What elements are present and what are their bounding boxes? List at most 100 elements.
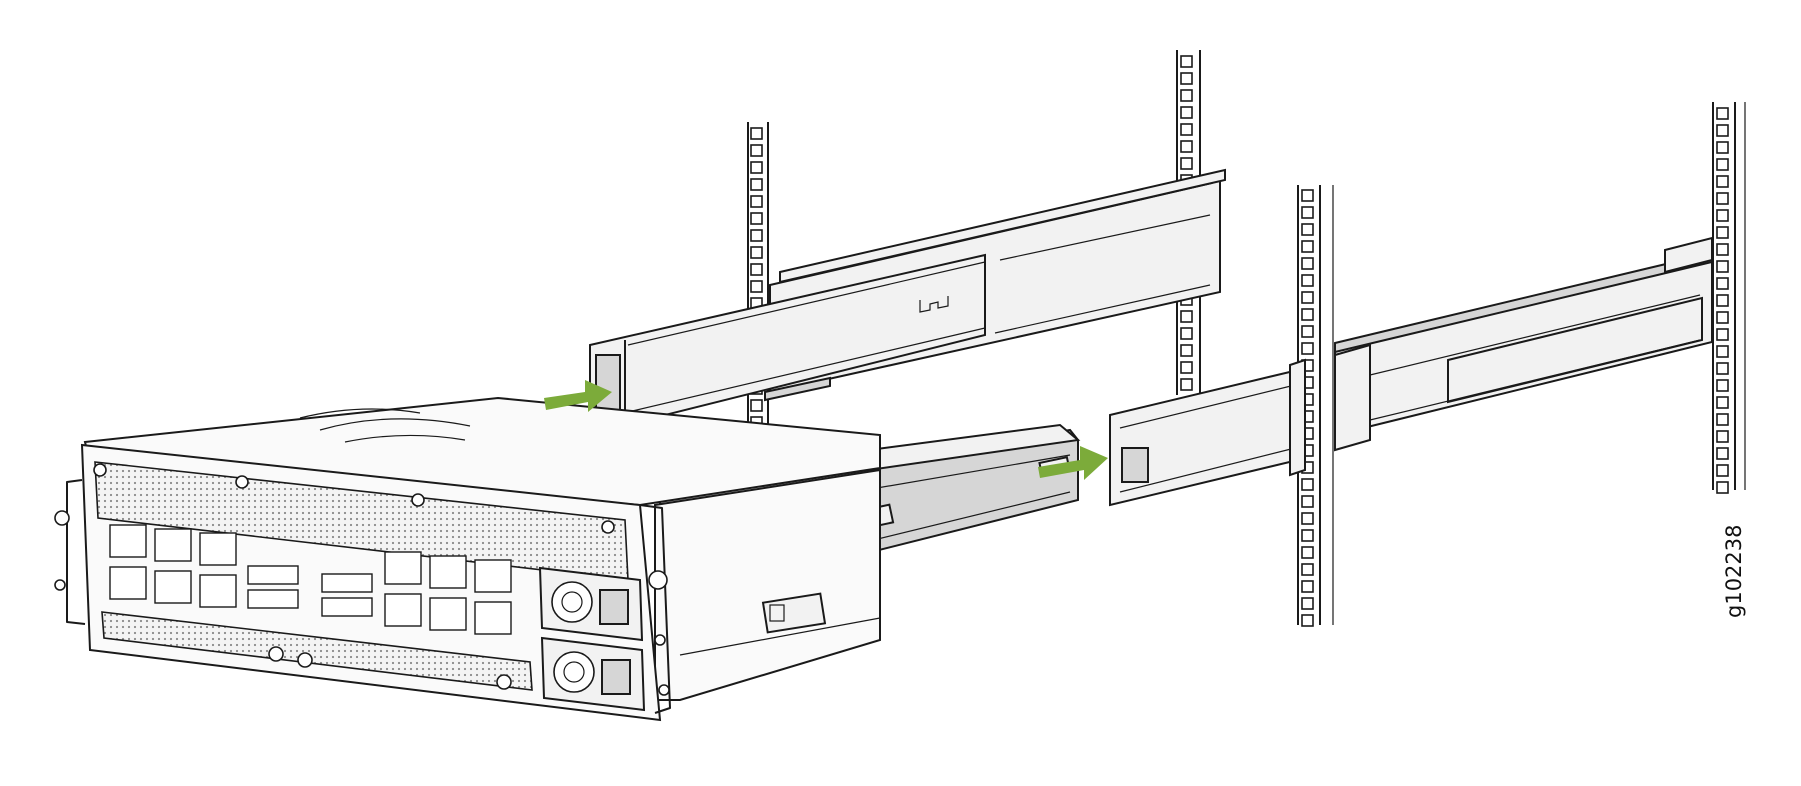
- thumbscrew: [411, 493, 425, 507]
- rack-hole: [1716, 175, 1729, 188]
- handle-right: [639, 504, 671, 714]
- rack-hole: [1301, 274, 1314, 287]
- rack-hole: [1301, 546, 1314, 559]
- rack-hole: [1716, 141, 1729, 154]
- thumbscrew: [268, 646, 284, 662]
- rack-hole: [750, 229, 763, 242]
- network-port: [199, 574, 237, 608]
- rack-hole: [1301, 325, 1314, 338]
- thumbscrew: [496, 674, 512, 690]
- rack-hole: [1301, 563, 1314, 576]
- rack-hole: [1180, 327, 1193, 340]
- rack-hole: [1716, 379, 1729, 392]
- rack-hole: [1716, 209, 1729, 222]
- rack-hole: [1716, 311, 1729, 324]
- network-port: [247, 565, 299, 585]
- network-port: [474, 601, 512, 635]
- rack-hole: [1716, 124, 1729, 137]
- rack-hole: [1716, 158, 1729, 171]
- rack-hole: [1180, 344, 1193, 357]
- rack-hole: [1180, 310, 1193, 323]
- chassis-side-panel: [654, 468, 881, 701]
- rack-hole: [1716, 464, 1729, 477]
- rack-hole: [1180, 55, 1193, 68]
- rack-hole: [750, 246, 763, 259]
- network-port: [199, 532, 237, 566]
- rack-hole: [1301, 529, 1314, 542]
- rack-hole: [1180, 140, 1193, 153]
- rack-hole: [1180, 72, 1193, 85]
- rack-hole: [1716, 362, 1729, 375]
- rack-hole: [1716, 447, 1729, 460]
- rack-hole: [1301, 240, 1314, 253]
- rack-hole: [1301, 189, 1314, 202]
- rack-hole: [1301, 478, 1314, 491]
- network-port: [247, 589, 299, 609]
- rack-hole: [1180, 106, 1193, 119]
- rack-hole: [1180, 361, 1193, 374]
- network-port: [154, 528, 192, 562]
- rack-hole: [1301, 495, 1314, 508]
- rack-hole: [750, 212, 763, 225]
- thumbscrew: [235, 475, 249, 489]
- rack-hole: [1716, 260, 1729, 273]
- rack-hole: [750, 195, 763, 208]
- network-port: [154, 570, 192, 604]
- network-port: [429, 597, 467, 631]
- rack-hole: [750, 161, 763, 174]
- thumbscrew: [601, 520, 615, 534]
- rack-hole: [1716, 396, 1729, 409]
- rack-hole: [1716, 430, 1729, 443]
- rack-hole: [1716, 413, 1729, 426]
- rack-hole: [1716, 192, 1729, 205]
- rack-hole: [1301, 206, 1314, 219]
- rack-hole: [750, 280, 763, 293]
- rack-post-right-rear: [1712, 102, 1746, 494]
- rack-hole: [1301, 223, 1314, 236]
- rack-hole: [750, 263, 763, 276]
- rack-hole: [1301, 580, 1314, 593]
- rack-hole: [1180, 378, 1193, 391]
- rack-post-right-front: [1297, 185, 1334, 627]
- rack-hole: [1301, 257, 1314, 270]
- power-supply-1: [538, 566, 644, 642]
- rack-hole: [1716, 226, 1729, 239]
- rack-hole: [750, 127, 763, 140]
- rack-hole: [1716, 481, 1729, 494]
- rack-hole: [1301, 597, 1314, 610]
- lower-vent-grille: [101, 611, 533, 691]
- network-port: [474, 559, 512, 593]
- rack-hole: [1716, 345, 1729, 358]
- handle-left: [54, 479, 86, 625]
- figure-id-label: g102238: [1722, 524, 1746, 619]
- thumbscrew: [93, 463, 107, 477]
- port-grid: [109, 524, 512, 635]
- rack-hole: [1180, 89, 1193, 102]
- insert-arrow-lower: [1038, 446, 1108, 480]
- network-port: [321, 573, 373, 593]
- rack-hole: [1301, 291, 1314, 304]
- network-port: [321, 597, 373, 617]
- router-chassis: [54, 396, 881, 722]
- rack-hole: [1716, 294, 1729, 307]
- rack-hole: [750, 399, 763, 412]
- network-port: [109, 566, 147, 600]
- rack-hole: [1716, 243, 1729, 256]
- network-port: [109, 524, 147, 558]
- rack-hole: [1301, 614, 1314, 627]
- rack-hole: [1301, 308, 1314, 321]
- rack-hole: [1716, 107, 1729, 120]
- rack-rail-outer-lower: [1334, 236, 1713, 452]
- network-port: [384, 593, 422, 627]
- rack-rail-front-bracket-lower: [1109, 358, 1306, 507]
- rack-hole: [1301, 342, 1314, 355]
- rack-hole: [1180, 123, 1193, 136]
- rack-hole: [750, 178, 763, 191]
- rack-hole: [1301, 512, 1314, 525]
- thumbscrew: [297, 652, 313, 668]
- insert-arrow-upper: [544, 380, 612, 412]
- rack-hole: [1180, 157, 1193, 170]
- rack-hole: [1716, 277, 1729, 290]
